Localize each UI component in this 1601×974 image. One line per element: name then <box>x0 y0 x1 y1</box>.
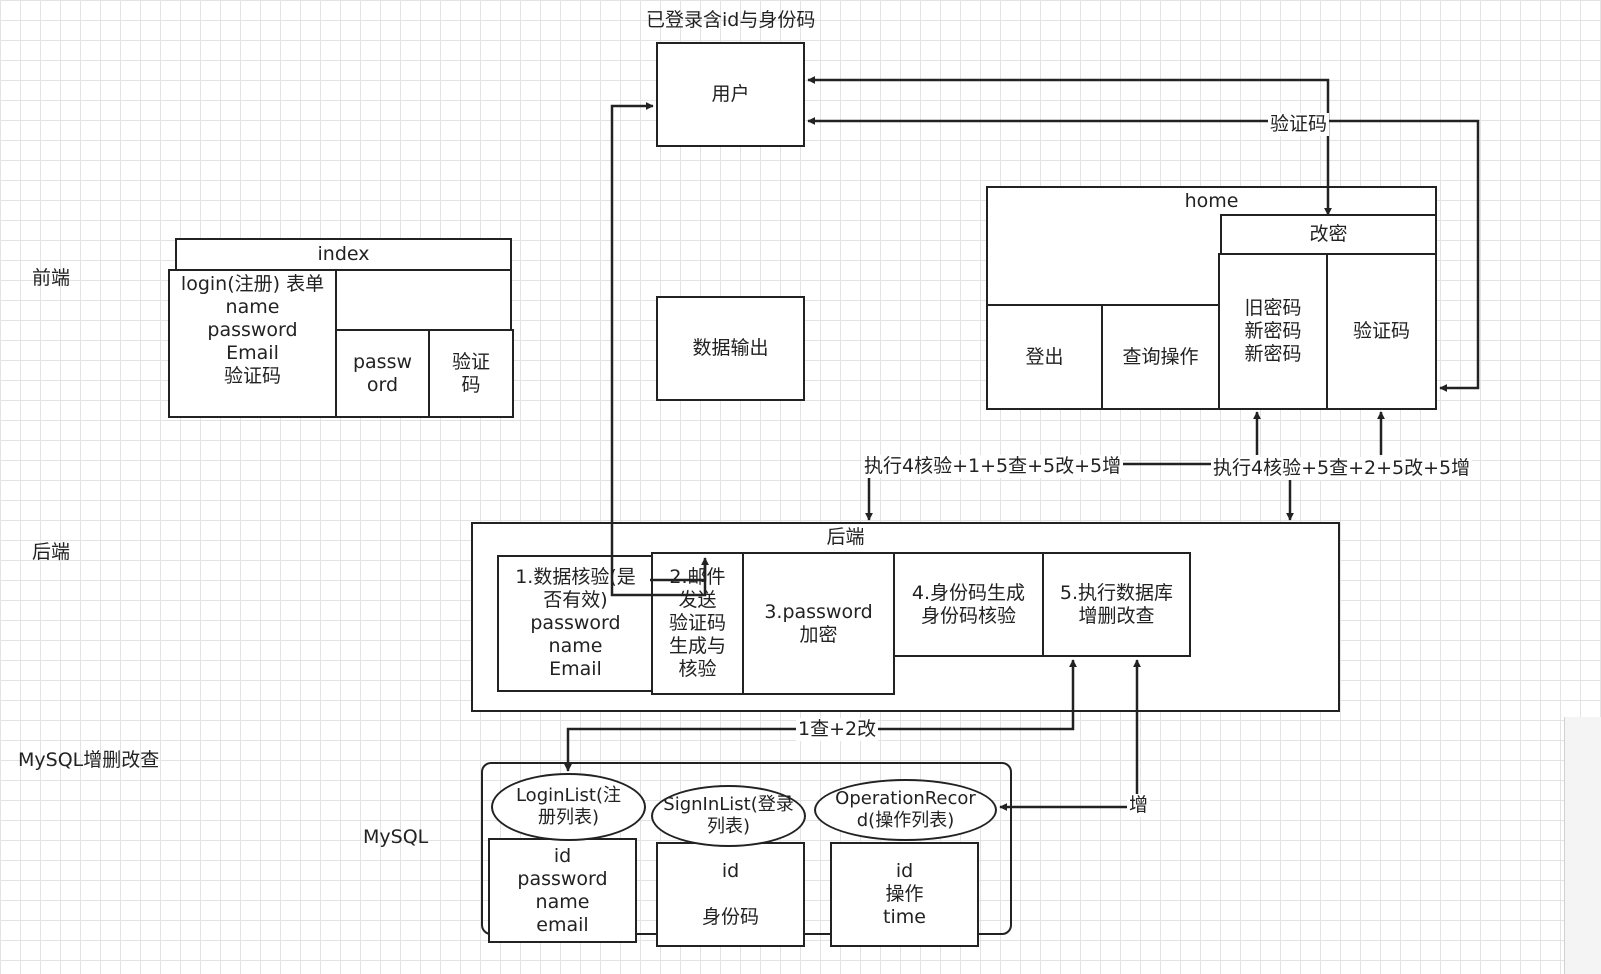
query-box: 查询操作 <box>1101 304 1220 410</box>
add-label: 增 <box>1127 794 1151 817</box>
user-box: 用户 <box>656 42 805 147</box>
index-empty-box <box>335 269 512 331</box>
exec-left-label: 执行4核验+1+5查+5改+5增 <box>862 455 1124 478</box>
backend-step4-box: 4.身份码生成 身份码核验 <box>893 552 1044 657</box>
login-list-table: LoginList(注 册列表) <box>491 773 646 841</box>
operation-record-table: OperationRecor d(操作列表) <box>814 779 997 841</box>
frontend-section-label: 前端 <box>32 267 71 289</box>
index-captcha-box: 验证 码 <box>428 329 514 418</box>
password-fields-box: 旧密码 新密码 新密码 <box>1218 253 1328 410</box>
exec-right-label: 执行4核验+5查+2+5改+5增 <box>1211 457 1473 480</box>
operation-record-fields-box: id 操作 time <box>830 842 979 947</box>
backend-step2-box: 2.邮件 发送 验证码 生成与 核验 <box>651 552 744 695</box>
mysql-label: MySQL <box>363 826 429 848</box>
login-list-fields-box: id password name email <box>488 838 637 943</box>
data-output-box: 数据输出 <box>656 296 805 401</box>
backend-step1-box: 1.数据核验(是 否有效) password name Email <box>497 555 654 692</box>
signin-list-table: SignInList(登录 列表) <box>651 785 806 847</box>
signin-list-fields-box: id 身份码 <box>656 842 805 947</box>
index-login-form-box: login(注册) 表单 name password Email 验证码 <box>168 269 337 418</box>
index-title-box: index <box>175 238 512 271</box>
index-password-box: passw ord <box>335 329 430 418</box>
backend-step5-box: 5.执行数据库 增删改查 <box>1042 552 1191 657</box>
logout-box: 登出 <box>986 304 1103 410</box>
home-captcha-box: 验证码 <box>1326 253 1437 410</box>
query-modify-label: 1查+2改 <box>796 718 879 741</box>
captcha-flow-label: 验证码 <box>1268 113 1330 136</box>
side-panel <box>1564 717 1601 974</box>
user-caption: 已登录含id与身份码 <box>646 9 816 31</box>
mysql-ops-section-label: MySQL增删改查 <box>18 749 160 771</box>
change-password-box: 改密 <box>1220 214 1437 255</box>
backend-section-label: 后端 <box>32 541 71 563</box>
backend-step3-box: 3.password 加密 <box>742 552 895 695</box>
